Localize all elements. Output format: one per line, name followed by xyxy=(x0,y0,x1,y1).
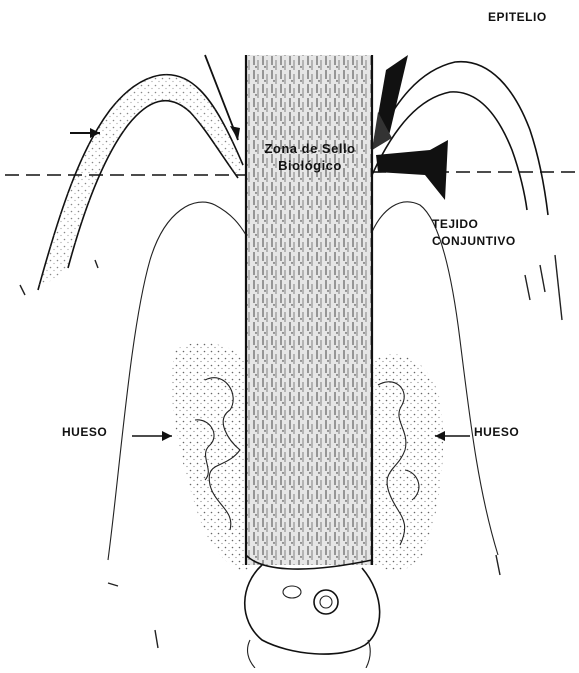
arrow-hueso-left xyxy=(132,431,172,441)
bone-right xyxy=(372,354,443,570)
label-zona-line1: Zona de Sello xyxy=(244,140,376,157)
bone-left xyxy=(172,343,250,571)
label-zona-line2: Biológico xyxy=(244,157,376,174)
epithelium-left xyxy=(38,75,243,290)
label-tejido-conjuntivo: TEJIDO CONJUNTIVO xyxy=(432,216,516,250)
epithelium-right xyxy=(372,55,548,215)
implant-post xyxy=(246,55,372,569)
label-zona-sello-biologico: Zona de Sello Biológico xyxy=(244,140,376,174)
label-hueso-left: HUESO xyxy=(62,425,107,439)
implant-apex xyxy=(245,565,380,668)
label-tejido-line1: TEJIDO xyxy=(432,216,516,233)
label-tejido-line2: CONJUNTIVO xyxy=(432,233,516,250)
label-epitelio: EPITELIO xyxy=(488,10,547,24)
label-hueso-right: HUESO xyxy=(474,425,519,439)
arrow-tejido xyxy=(376,140,448,200)
